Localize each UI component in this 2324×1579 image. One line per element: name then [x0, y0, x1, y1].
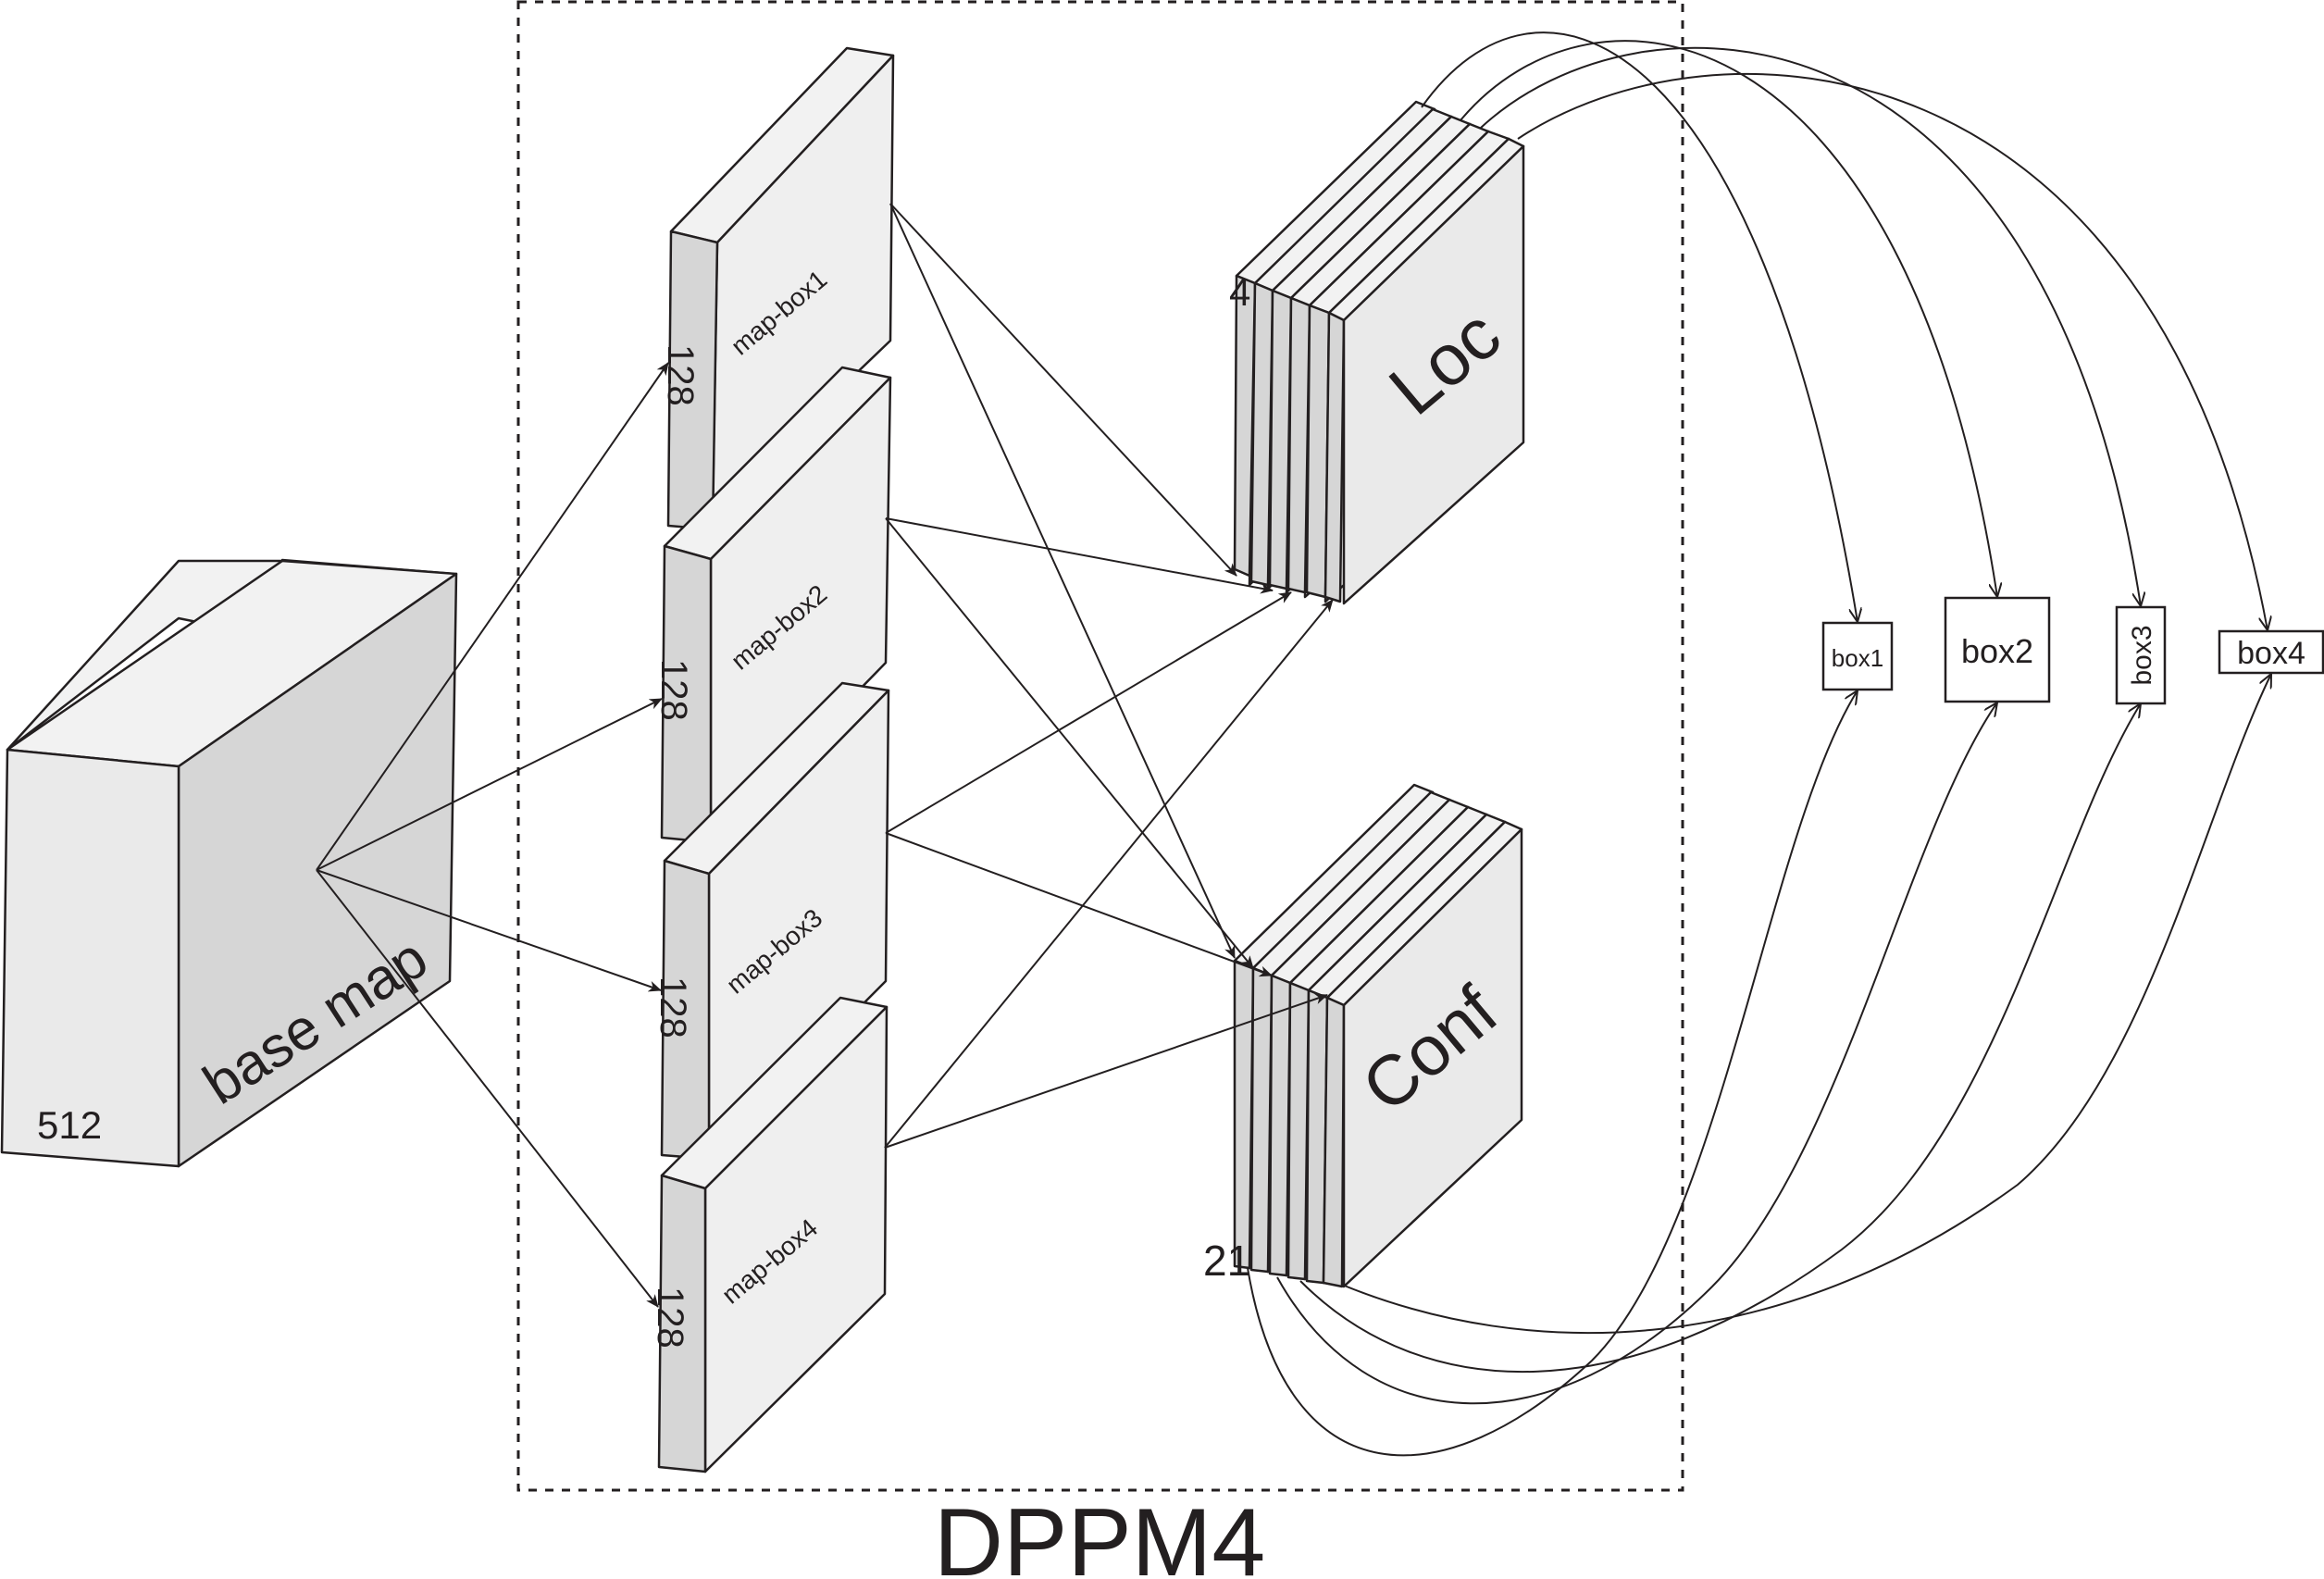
arrow-base-to-mapbox-3 [316, 869, 662, 992]
loc-to-output-curves [1421, 31, 2268, 630]
arrow-mapbox-2-to-loc [885, 517, 1274, 594]
output-box-2-label: box2 [1961, 632, 2033, 670]
base-map-block: base map 512 [0, 558, 458, 1168]
conf-layer-6 [1322, 820, 1523, 1288]
curve-conf-to-box-1 [1247, 690, 1858, 1457]
map-box-2: map-box2 128 [653, 366, 892, 844]
map-box-3-channels: 128 [652, 976, 693, 1038]
arrow-mapbox-4-to-conf [884, 993, 1328, 1149]
output-box-4: box4 [2218, 629, 2324, 675]
loc-stack: Loc 4 [1229, 100, 1525, 605]
curve-loc-to-box-1 [1421, 31, 1858, 622]
curve-conf-to-box-4 [1341, 674, 2271, 1335]
conf-channels: 21 [1203, 1237, 1250, 1285]
curve-conf-to-box-3 [1299, 703, 2141, 1374]
map-box-1-channels: 128 [660, 344, 701, 406]
curve-loc-to-box-2 [1460, 40, 1997, 597]
arrow-base-to-mapbox-2 [316, 698, 663, 871]
arrow-mapbox-2-to-conf [885, 517, 1254, 969]
output-box-2: box2 [1944, 596, 2051, 703]
conf-to-output-curves [1247, 674, 2271, 1457]
dppm4-module-frame [516, 0, 1684, 1492]
output-box-3-label: box3 [2127, 625, 2157, 685]
base-map-channels: 512 [37, 1103, 102, 1147]
base-to-mapbox-arrows [316, 362, 669, 1308]
map-box-4: map-box4 128 [650, 996, 889, 1473]
map-box-2-channels: 128 [653, 659, 694, 721]
output-box-1: box1 [1821, 621, 1894, 691]
arrow-base-to-mapbox-4 [316, 869, 659, 1308]
conf-stack: Conf 21 [1203, 783, 1523, 1288]
module-title: DPPM4 [934, 1489, 1265, 1579]
map-box-1: map-box1 128 [660, 46, 895, 531]
loc-layer-6 [1324, 137, 1525, 605]
map-box-3: map-box3 128 [652, 681, 890, 1161]
arrow-mapbox-1-to-loc [889, 203, 1237, 577]
curve-conf-to-box-2 [1276, 702, 1997, 1405]
output-box-1-label: box1 [1832, 644, 1883, 672]
curve-loc-to-box-3 [1480, 46, 2141, 606]
loc-channels: 4 [1229, 270, 1250, 314]
map-box-4-channels: 128 [650, 1287, 690, 1349]
arrow-mapbox-1-to-conf [889, 203, 1236, 959]
output-box-3: box3 [2115, 605, 2167, 705]
arrow-mapbox-3-to-conf [885, 832, 1273, 977]
arrow-base-to-mapbox-1 [316, 362, 669, 871]
arrow-mapbox-3-to-loc [885, 591, 1292, 834]
curve-loc-to-box-4 [1517, 73, 2268, 630]
arrow-mapbox-4-to-loc [884, 599, 1334, 1149]
mapbox-to-heads-arrows [884, 203, 1334, 1149]
output-box-4-label: box4 [2237, 636, 2305, 671]
